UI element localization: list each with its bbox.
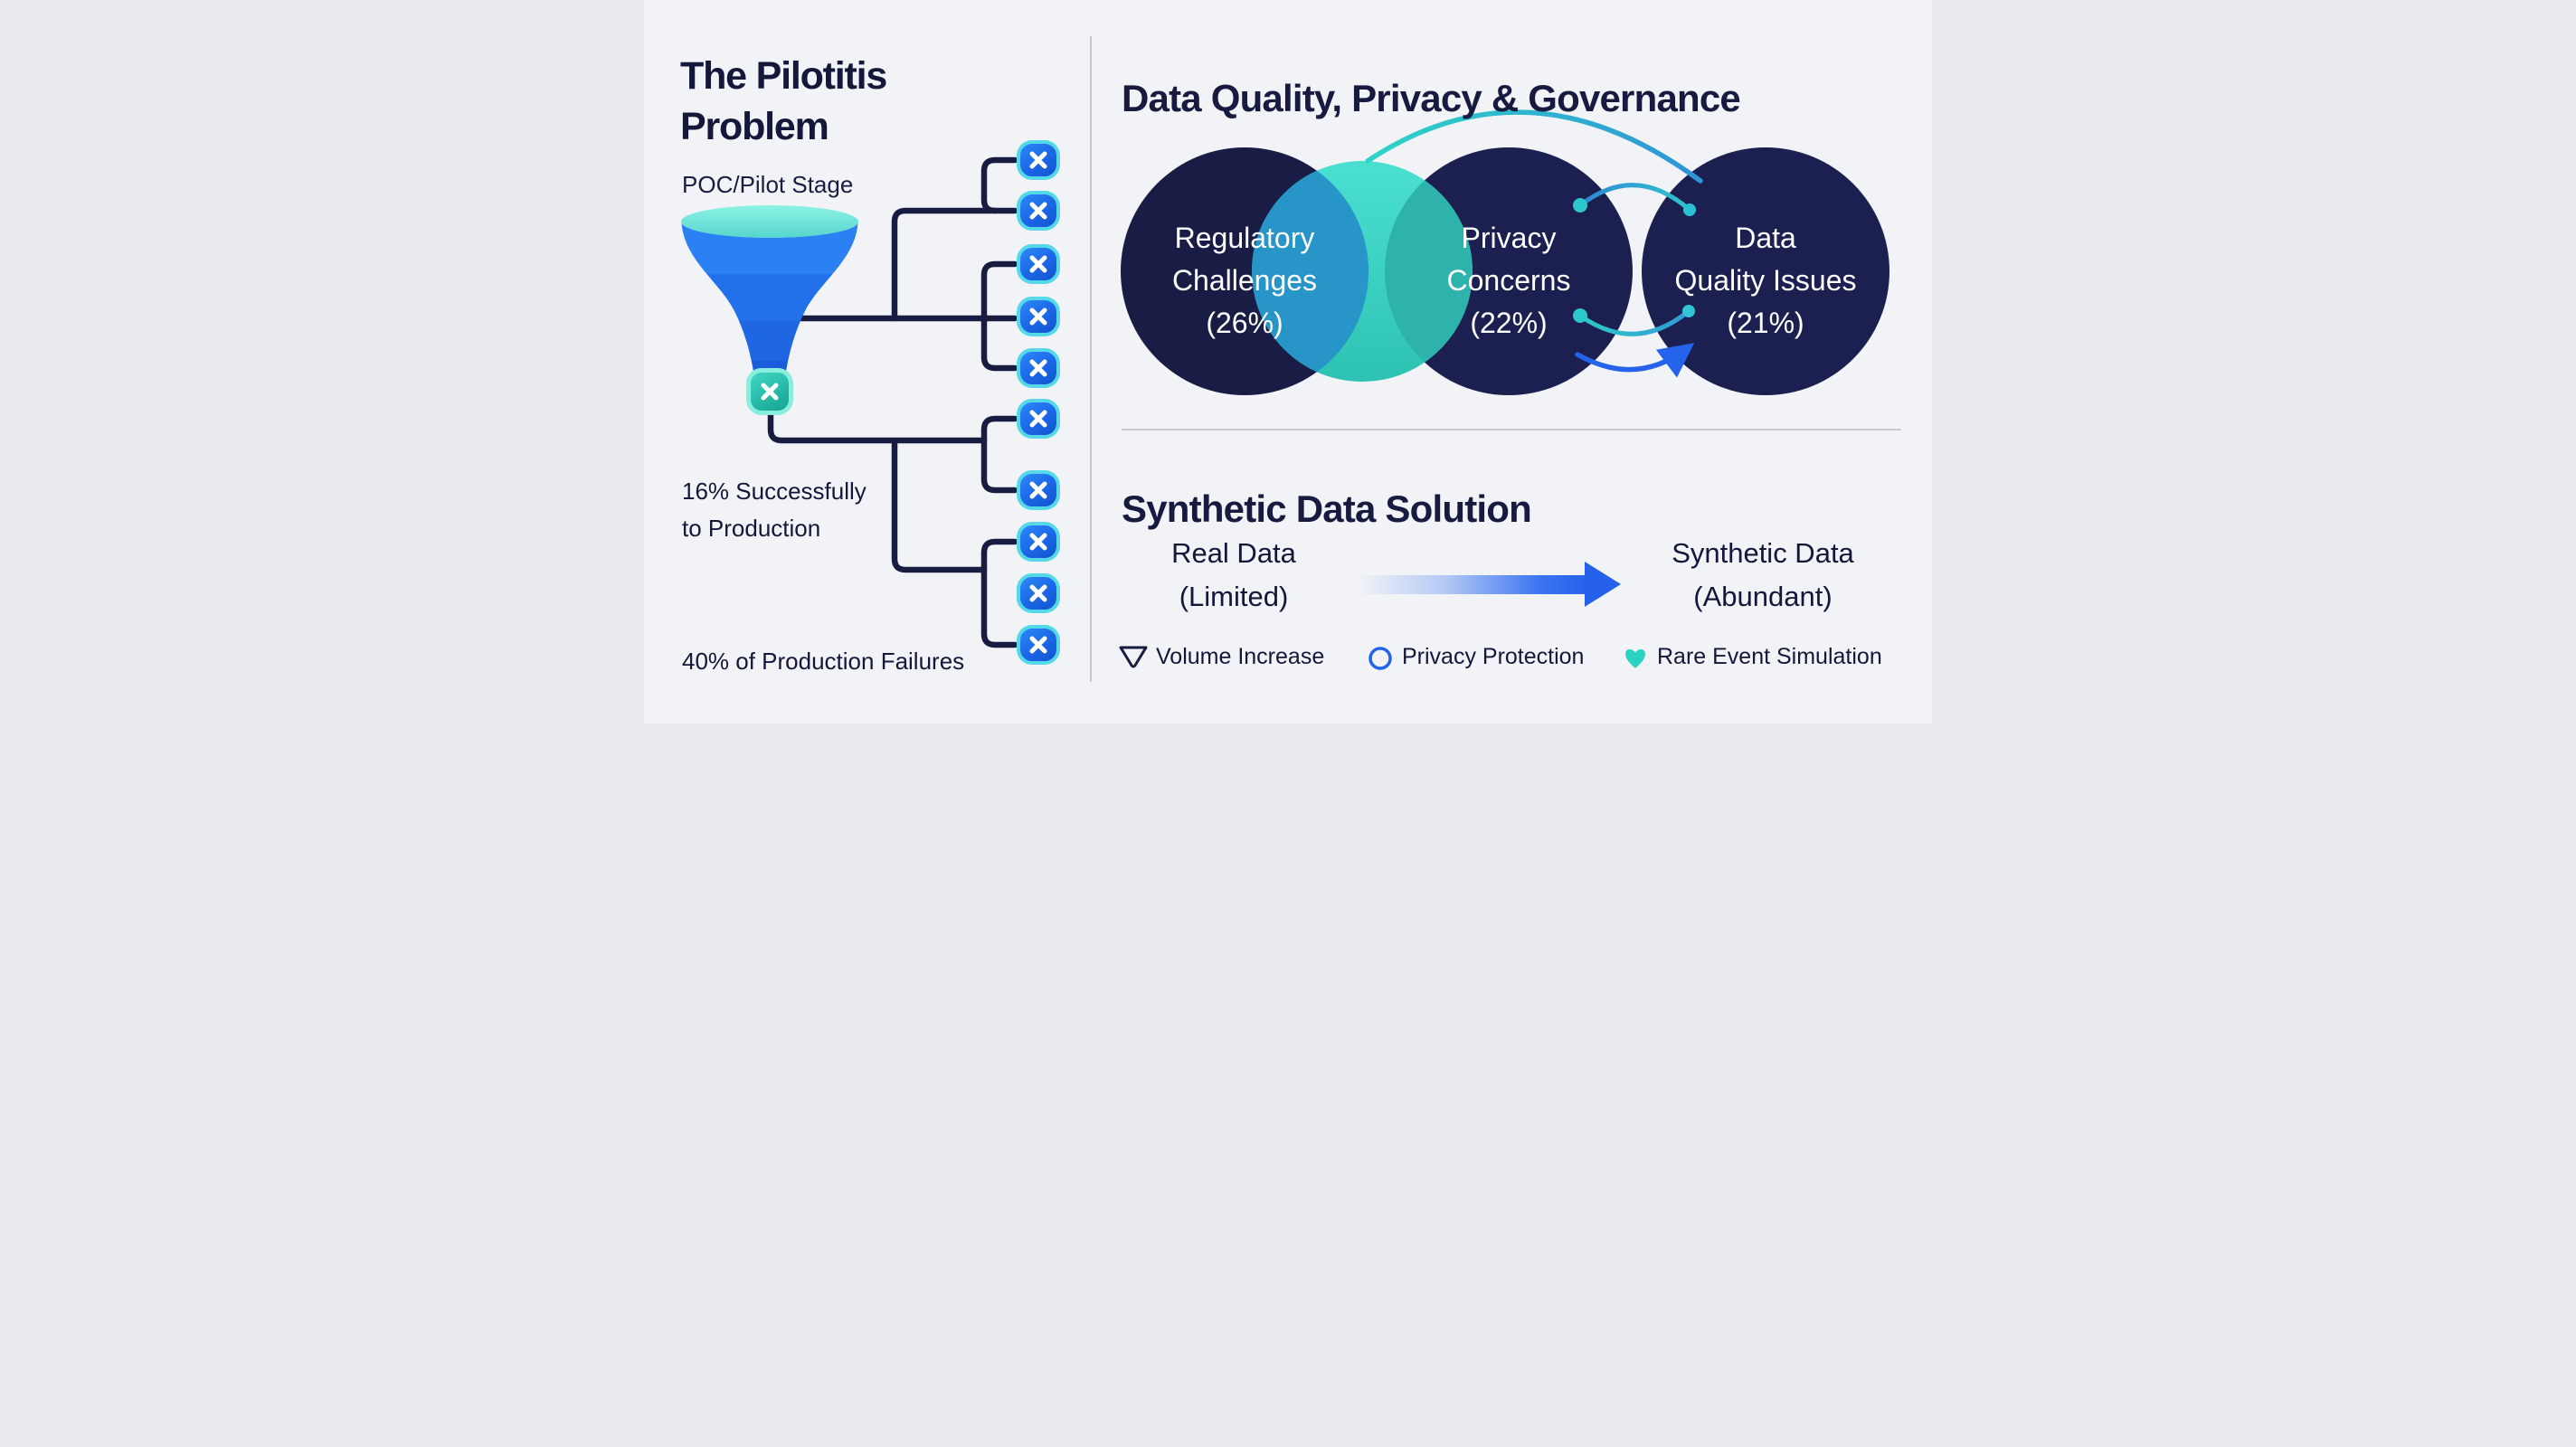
failed-attempt-x-icon [1017,140,1060,180]
failed-attempt-x-icon [1017,348,1060,388]
funnel-outline-icon [1118,645,1149,676]
venn-label-data-quality: Data Quality Issues (21%) [1674,222,1857,340]
horizontal-divider [1122,429,1901,430]
failure-branch-connectors [767,156,1018,648]
legend-privacy-protection: Privacy Protection [1402,644,1585,669]
arc-privacy-data-quality-arrow [1575,343,1695,378]
legend-rare-event-simulation: Rare Event Simulation [1657,644,1882,669]
failed-attempt-x-icon [1017,573,1060,613]
failed-attempt-x-icon [1017,399,1060,439]
synthetic-data-label: Synthetic Data (Abundant) [1672,537,1854,613]
legend-volume-increase: Volume Increase [1156,644,1325,669]
infographic-canvas: The Pilotitis Problem POC/Pilot Stage 16… [644,0,1932,724]
poc-pilot-stage-label: POC/Pilot Stage [682,171,854,198]
governance-title: Data Quality, Privacy & Governance [1122,76,1741,119]
failed-attempt-x-icon [1017,191,1060,231]
transformation-arrow-shaft [1357,575,1586,594]
production-failures-label: 40% of Production Failures [682,648,965,675]
arc-privacy-data-quality-upper [1577,183,1692,213]
page-title: The Pilotitis Problem [680,53,887,148]
solution-title: Synthetic Data Solution [1122,487,1532,530]
failed-attempt-x-icon [1017,244,1060,284]
venn-label-regulatory: Regulatory Challenges (26%) [1171,222,1318,340]
circle-outline-icon [1368,646,1393,676]
transformation-arrow-head [1585,562,1621,607]
x-icon [761,383,779,401]
venn-label-privacy: Privacy Concerns (22%) [1446,222,1571,340]
failed-attempt-x-icon [1017,297,1060,336]
success-rate-label: 16% Successfully to Production [682,478,867,543]
pilot-funnel-icon [681,205,858,391]
vertical-divider [1090,36,1092,682]
failed-attempt-x-icon [1017,470,1060,510]
arc-teal-to-data-quality [1365,109,1703,184]
heart-icon [1623,646,1648,675]
real-data-label: Real Data (Limited) [1171,537,1296,613]
failed-attempt-x-icon [1017,522,1060,562]
funnel-exit-x-icon [746,368,793,415]
failed-attempt-x-icon [1017,625,1060,665]
